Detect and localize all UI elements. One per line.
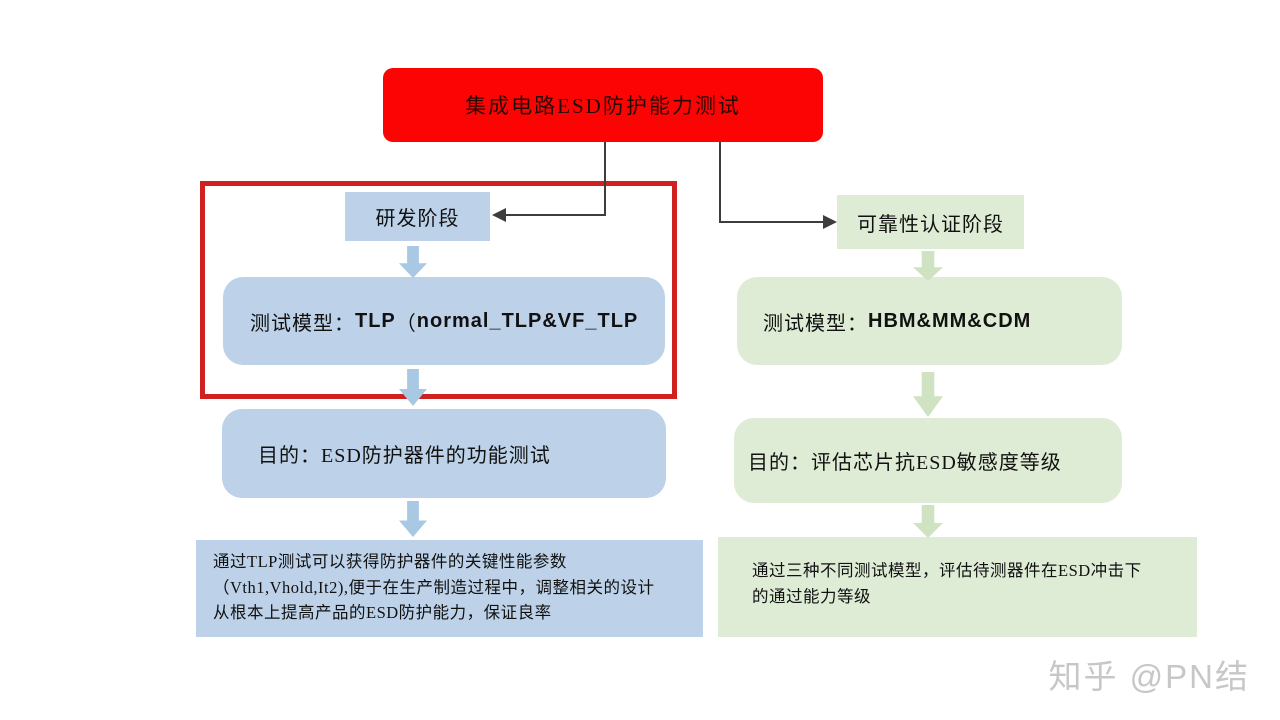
rd-stage-box: 研发阶段 (345, 192, 490, 241)
down-arrow-icon (913, 372, 943, 417)
cert-stage-box: 可靠性认证阶段 (837, 195, 1024, 249)
cert-stage-label: 可靠性认证阶段 (857, 213, 1004, 236)
tlp-model-detail: normal_TLP&VF_TLP (416, 309, 639, 332)
hbm-model-name: HBM&MM&CDM (868, 309, 1032, 332)
hbm-model-box: 测试模型：HBM&MM&CDM (737, 277, 1122, 365)
note-left-line1: 通过TLP测试可以获得防护器件的关键性能参数 (213, 552, 567, 571)
tlp-model-name: TLP (355, 309, 396, 332)
red-highlight-rect (200, 181, 677, 399)
down-arrow-icon (399, 501, 427, 537)
note-right-box: 通过三种不同测试模型，评估待测器件在ESD冲击下 的通过能力等级 (718, 537, 1197, 637)
down-arrow-icon (913, 505, 943, 538)
connector-right-branch (719, 142, 823, 223)
note-left-box: 通过TLP测试可以获得防护器件的关键性能参数 （Vth1,Vhold,It2),… (196, 540, 703, 637)
tlp-model-box: 测试模型：TLP（normal_TLP&VF_TLP (223, 277, 665, 365)
rd-stage-label: 研发阶段 (375, 208, 460, 230)
hbm-model-prefix: 测试模型： (763, 312, 868, 335)
note-left-line2: （Vth1,Vhold,It2),便于在生产制造过程中，调整相关的设计 (213, 577, 655, 597)
tlp-model-paren: （ (395, 312, 417, 335)
note-right-line2: 的通过能力等级 (752, 586, 871, 606)
note-right-line1: 通过三种不同测试模型，评估待测器件在ESD冲击下 (752, 561, 1142, 580)
tlp-model-prefix: 测试模型： (250, 312, 355, 335)
purpose-left-label: 目的：ESD防护器件的功能测试 (258, 445, 551, 467)
note-left-line3: 从根本上提高产品的ESD防护能力，保证良率 (213, 603, 552, 623)
purpose-left-box: 目的：ESD防护器件的功能测试 (222, 409, 666, 498)
purpose-right-box: 目的：评估芯片抗ESD敏感度等级 (734, 418, 1122, 503)
watermark: 知乎 @PN结 (1048, 658, 1250, 695)
purpose-right-label: 目的：评估芯片抗ESD敏感度等级 (748, 452, 1062, 474)
title-label: 集成电路ESD防护能力测试 (465, 94, 741, 118)
title-box: 集成电路ESD防护能力测试 (383, 68, 823, 142)
arrowhead-right-icon (823, 215, 837, 229)
